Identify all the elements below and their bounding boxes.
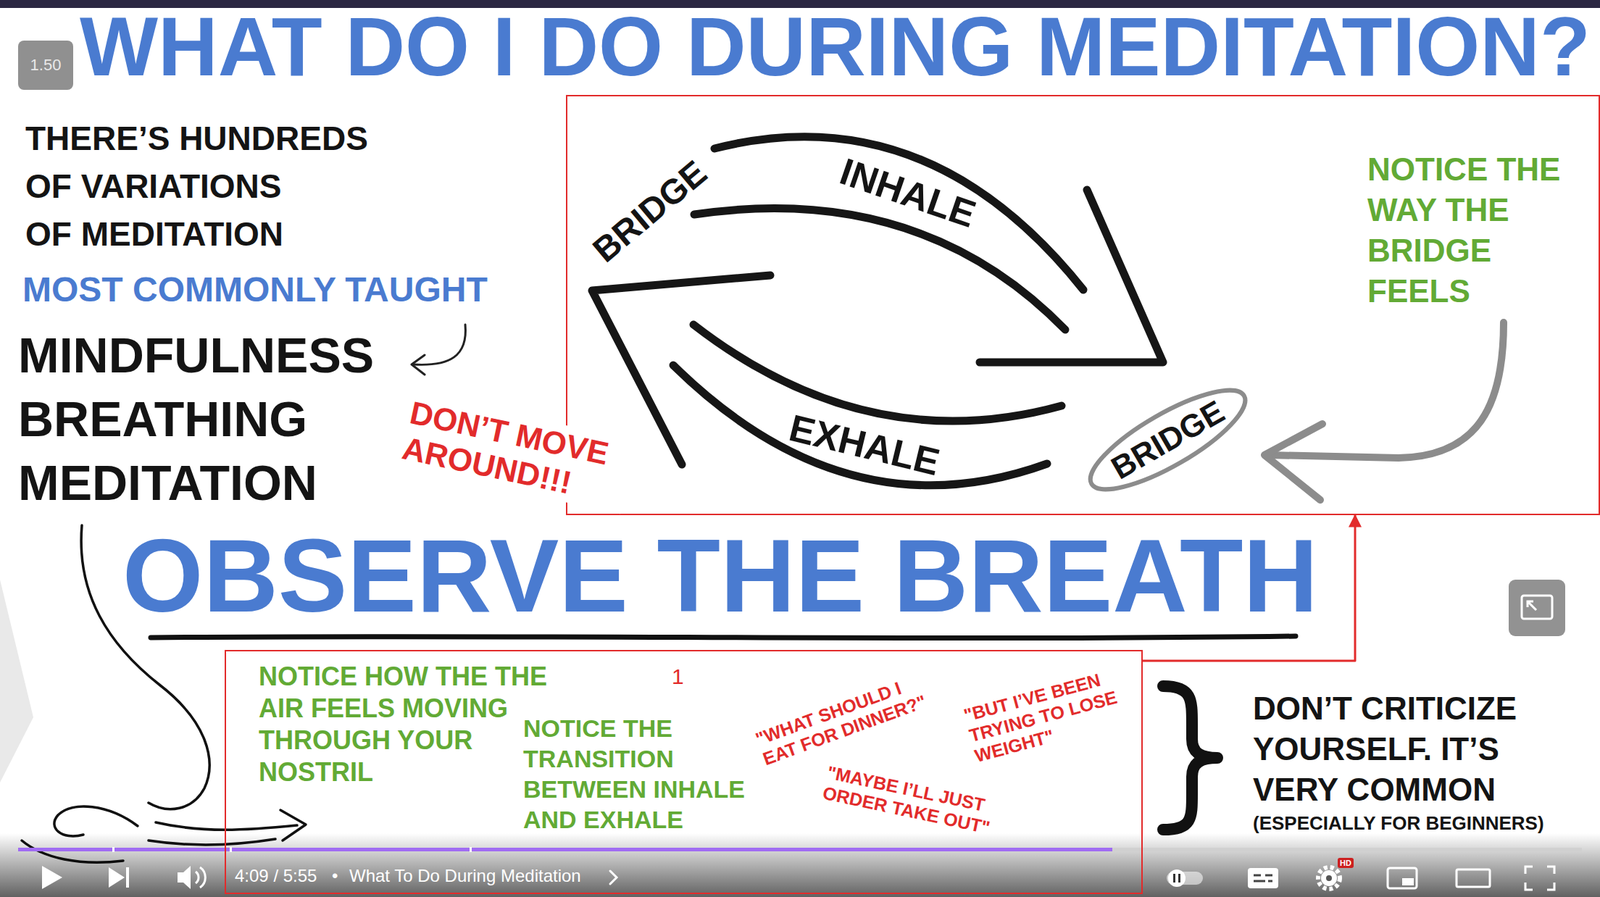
advice-aside: (ESPECIALLY FOR BEGINNERS) <box>1252 813 1565 835</box>
video-title: What To Do During Meditation <box>349 865 582 887</box>
hd-badge: HD <box>1337 857 1354 869</box>
warning-note: DON’T MOVE AROUND!!! <box>393 392 637 514</box>
inhale-arc <box>694 208 1066 330</box>
advice-note: DON’T CRITICIZE YOURSELF. IT’S VERY COMM… <box>1252 688 1565 811</box>
next-icon <box>108 867 125 888</box>
exhale-arc <box>673 365 1048 486</box>
thought-bubble: "WHAT SHOULD I EAT FOR DINNER?" <box>752 665 946 770</box>
next-icon <box>126 867 129 888</box>
instruction-note: NOTICE THE WAY THE BRIDGE FEELS <box>1367 149 1585 312</box>
subtitles-icon <box>1247 868 1279 889</box>
exhale-arc <box>693 324 1062 422</box>
phase-label: EXHALE <box>785 408 943 482</box>
settings-icon <box>1326 875 1332 882</box>
speed-badge: 1.50 <box>18 40 74 90</box>
subtitles-icon <box>1253 875 1273 882</box>
instruction-note: NOTICE THE TRANSITION BETWEEN INHALE AND… <box>523 713 770 835</box>
volume-icon <box>177 865 191 890</box>
pointer-arrowhead <box>1264 423 1323 500</box>
section-heading: OBSERVE THE BREATH <box>122 523 1319 628</box>
pointer-arrow <box>1269 322 1504 458</box>
player-shade <box>0 833 1600 897</box>
settings-icon <box>1321 870 1337 887</box>
theater-icon <box>1456 869 1490 887</box>
phase-label: INHALE <box>835 152 981 234</box>
autoplay-toggle <box>1168 869 1186 887</box>
page-curl <box>0 579 34 783</box>
cycle-label: BRIDGE <box>586 155 714 269</box>
autoplay-toggle <box>1173 873 1176 883</box>
highlight-ellipse: BRIDGE <box>1074 369 1261 511</box>
progress-played <box>18 847 1113 852</box>
inhale-arrowhead <box>979 189 1164 363</box>
air-flow <box>155 822 298 830</box>
miniplayer-icon <box>1387 868 1417 889</box>
inhale-arc <box>714 136 1084 290</box>
brace <box>1163 686 1218 830</box>
chapter-chevron <box>610 871 617 885</box>
page-title: WHAT DO I DO DURING MEDITATION? <box>79 5 1591 88</box>
subheading: MOST COMMONLY TAUGHT <box>22 269 488 310</box>
overlay-button <box>1508 579 1566 637</box>
overlay-icon <box>1527 601 1537 611</box>
chapter-gap <box>112 847 115 853</box>
separator-dot: • <box>331 865 338 887</box>
overlay-icon <box>1521 595 1553 619</box>
miniplayer-icon <box>1402 878 1414 886</box>
chapter-gap <box>229 847 232 853</box>
breath-notes-panel: NOTICE HOW THE THE AIR FEELS MOVING THRO… <box>224 650 1143 895</box>
autoplay-toggle <box>1178 873 1181 883</box>
chapter-gap <box>469 847 472 853</box>
settings-icon <box>1318 867 1340 890</box>
hint-arrowhead <box>411 355 425 375</box>
play-icon <box>42 865 63 890</box>
thought-bubble: "MAYBE I’LL JUST ORDER TAKE OUT" <box>821 761 1016 843</box>
video-time: 4:09 / 5:55 <box>234 865 317 887</box>
breath-cycle-panel: BRIDGE INHALE EXHALE NOTICE THE WAY THE BRI… <box>565 94 1600 516</box>
progress-track <box>18 847 1582 852</box>
callout-number: 1 <box>671 664 685 689</box>
method-name: MINDFULNESS BREATHING MEDITATION <box>18 323 403 515</box>
intro-note: THERE’S HUNDREDS OF VARIATIONS OF MEDITA… <box>25 114 417 258</box>
thought-bubble: "BUT I’VE BEEN TRYING TO LOSE WEIGHT" <box>961 663 1136 767</box>
ellipse-outline <box>1078 373 1258 507</box>
heading-underline <box>150 636 1296 639</box>
fullscreen-icon <box>1525 866 1555 890</box>
nostril <box>54 806 138 837</box>
volume-icon <box>195 867 206 888</box>
instruction-note: NOTICE HOW THE THE AIR FEELS MOVING THRO… <box>258 660 564 789</box>
